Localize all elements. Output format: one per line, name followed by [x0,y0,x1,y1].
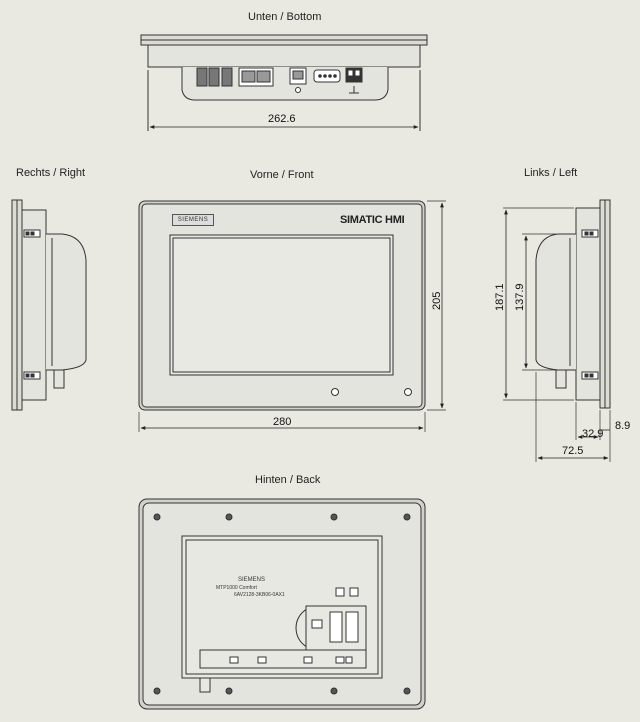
front-brand-logo: SIEMENS [172,214,214,226]
front-height-label: 205 [431,291,443,310]
left-inner-height-label: 137.9 [514,283,526,311]
bottom-width-label: 262.6 [268,113,296,125]
left-total-depth-label: 72.5 [562,445,584,457]
front-width-label: 280 [273,416,292,428]
back-view [138,498,426,710]
front-view [138,200,446,432]
left-view-title: Links / Left [524,167,578,179]
left-view [503,199,611,462]
bottom-view [140,34,428,131]
front-view-title: Vorne / Front [250,169,314,181]
back-label-model: MTP1000 Comfort [216,585,257,591]
left-outer-height-label: 187.1 [494,283,506,311]
right-view [11,199,87,411]
left-small-depth-label: 32.9 [582,428,604,440]
back-label-order-number: 6AV2128-3KB06-0AX1 [234,592,285,598]
back-label-brand: SIEMENS [238,577,266,583]
left-frame-depth-label: 8.9 [615,420,631,432]
back-view-title: Hinten / Back [255,474,321,486]
right-view-title: Rechts / Right [16,167,86,179]
front-product-name: SIMATIC HMI [340,214,405,226]
bottom-view-title: Unten / Bottom [248,11,322,23]
